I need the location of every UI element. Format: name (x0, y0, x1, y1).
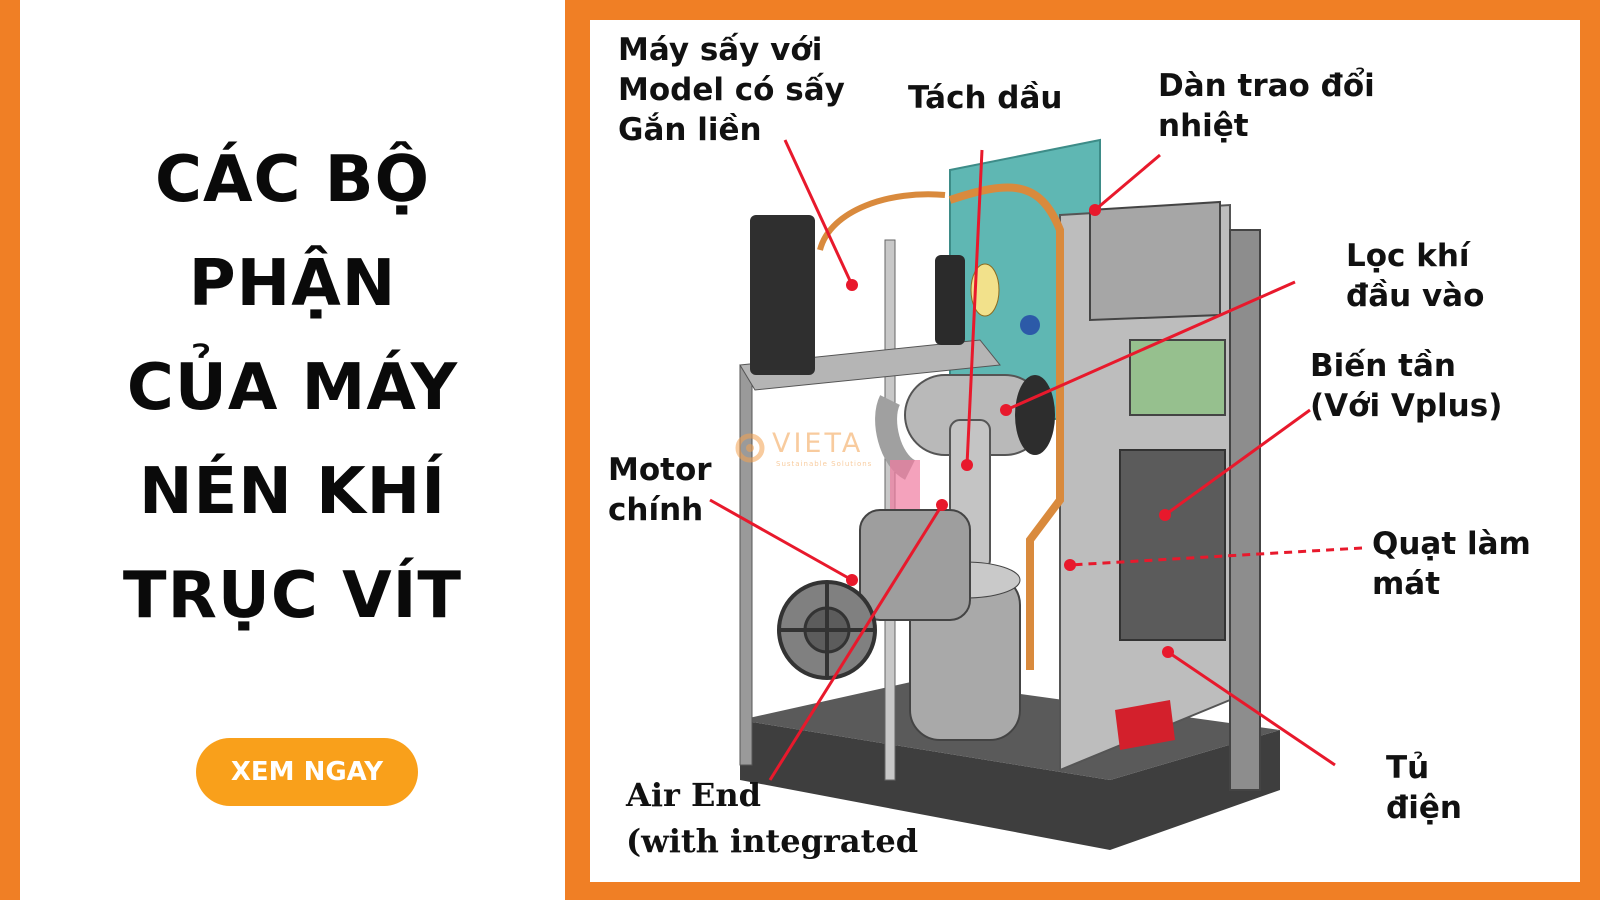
label-main-motor: Motor chính (608, 452, 712, 528)
compressor-diagram: VIETA Sustainable Solutions Máy sấy với … (590, 20, 1580, 882)
main-motor-body (859, 509, 971, 621)
pointer-line-dryer (783, 139, 854, 286)
pointer-dot (1159, 509, 1171, 521)
copper-pipe (817, 191, 946, 251)
yellow-filter (970, 263, 1000, 317)
label-air-end: Air End (with integrated (626, 776, 919, 860)
cooler-box (1089, 200, 1221, 322)
title-line: CỦA MÁY (126, 351, 459, 425)
display-panel (1129, 339, 1226, 416)
pointer-dot (1000, 404, 1012, 416)
left-panel: CÁC BỘ PHẬN CỦA MÁY NÉN KHÍ TRỤC VÍT XEM… (20, 0, 565, 900)
pointer-line-oil-separator (965, 149, 984, 466)
base-skid (740, 720, 1280, 850)
left-post (739, 364, 753, 766)
dryer-tank (935, 255, 965, 345)
pointer-dot (846, 279, 858, 291)
right-post (1229, 229, 1261, 791)
pointer-line-heat-exchanger (1094, 153, 1161, 212)
page-title: CÁC BỘ PHẬN CỦA MÁY NÉN KHÍ TRỤC VÍT (20, 128, 565, 648)
compressor-illustration (709, 138, 1363, 850)
pointer-line-inverter (1164, 408, 1311, 517)
pointer-dots (846, 204, 1174, 658)
title-line: TRỤC VÍT (122, 559, 463, 633)
pink-hose (890, 460, 920, 515)
title-line: NÉN KHÍ (138, 455, 447, 529)
pointer-line-cooling-fan (1069, 546, 1363, 567)
label-inverter: Biến tần (Với Vplus) (1310, 348, 1503, 424)
pointer-line-air-end (768, 504, 944, 781)
blue-valve (1020, 315, 1040, 335)
vieta-watermark: VIETA Sustainable Solutions (730, 428, 880, 472)
upper-shelf (739, 339, 1001, 391)
dryer-unit (750, 215, 815, 375)
pointer-dot (1064, 559, 1076, 571)
label-cooling-fan: Quạt làm mát (1372, 526, 1531, 602)
cooling-fan-blades (1115, 700, 1175, 750)
label-inlet-filter: Lọc khí đầu vào (1346, 238, 1485, 314)
view-now-button[interactable]: XEM NGAY (196, 738, 418, 806)
label-dryer: Máy sấy với Model có sấy Gắn liền (618, 32, 845, 148)
copper-pipe (948, 183, 1064, 670)
pointer-dot (1089, 204, 1101, 216)
pointer-dot (936, 499, 948, 511)
pointer-dot (846, 574, 858, 586)
pointer-lines (709, 139, 1363, 781)
separator-end-cap (1015, 375, 1055, 455)
label-electrical-cabinet: Tủ điện (1386, 750, 1462, 826)
inverter-box (1119, 449, 1226, 641)
label-oil-separator: Tách dầu (908, 80, 1063, 116)
pointer-line-electrical-cabinet (1167, 650, 1336, 767)
pointer-line-main-motor (709, 498, 853, 582)
gear-icon (735, 433, 765, 463)
label-heat-exchanger: Dàn trao đổi nhiệt (1158, 68, 1375, 144)
pointer-dot (1162, 646, 1174, 658)
watermark-tagline: Sustainable Solutions (776, 460, 873, 468)
pointer-dot (961, 459, 973, 471)
pointer-line-inlet-filter (1005, 280, 1296, 412)
title-line: PHẬN (188, 247, 397, 321)
title-line: CÁC BỘ (155, 143, 430, 217)
watermark-brand: VIETA (772, 428, 864, 459)
